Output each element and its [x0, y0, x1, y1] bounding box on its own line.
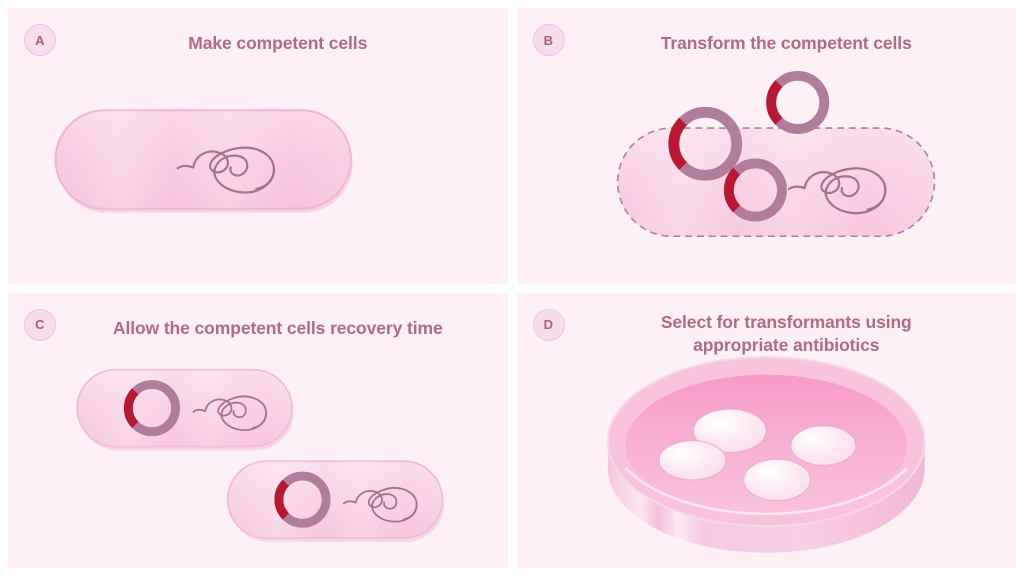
plasmid [765, 70, 829, 134]
plasmid-gene-arc [667, 117, 687, 170]
dish-wall-highlight [624, 466, 908, 515]
panel-title-d-line-1: Select for transformants using [660, 311, 912, 332]
panel-title-d-line-2: appropriate antibiotics [693, 334, 880, 355]
colony [658, 439, 726, 480]
plasmid-gene-arc [274, 479, 290, 519]
colony [789, 424, 856, 466]
plasmid [123, 379, 181, 436]
bacterial-cell [54, 109, 353, 213]
plasmid-gene-arc [723, 167, 740, 213]
colony [742, 458, 811, 501]
bacterial-cell [226, 459, 445, 542]
plasmid [723, 158, 787, 222]
dish-side-wall [607, 441, 925, 553]
plasmid-gene-arc [123, 387, 139, 428]
panel-c: C Allow the competent cells recovery tim… [8, 292, 508, 569]
panel-b-illustration [517, 8, 1017, 284]
bacterial-cell [76, 368, 294, 450]
agar-surface [625, 374, 907, 516]
panel-a: A Make competent cells [8, 8, 508, 284]
panel-label-badge-a: A [24, 24, 56, 56]
chromosome [787, 167, 886, 215]
plasmid-gene-arc [765, 80, 783, 125]
plasmid [667, 106, 742, 181]
panel-title-d: Select for transformants using appropria… [573, 311, 1001, 357]
chromosome [342, 486, 418, 522]
panel-d-illustration [517, 293, 1017, 569]
panel-b: B Transform the competent cells [516, 8, 1017, 284]
panel-label-badge-c: C [24, 308, 56, 341]
panel-d: D Select for transformants using appropr… [516, 292, 1017, 569]
panel-label-badge-b: B [532, 24, 565, 56]
chromosome [192, 394, 267, 431]
panel-label-badge-d: D [532, 308, 565, 341]
panel-title-c: Allow the competent cells recovery time [112, 317, 443, 338]
chromosome [176, 146, 276, 194]
panel-title-a: Make competent cells [188, 33, 368, 53]
panel-title-b: Transform the competent cells [660, 33, 912, 53]
petri-dish [606, 355, 926, 553]
plasmid [274, 471, 331, 528]
panel-c-illustration [8, 293, 508, 569]
panel-a-illustration [8, 8, 508, 284]
colony [692, 408, 767, 453]
